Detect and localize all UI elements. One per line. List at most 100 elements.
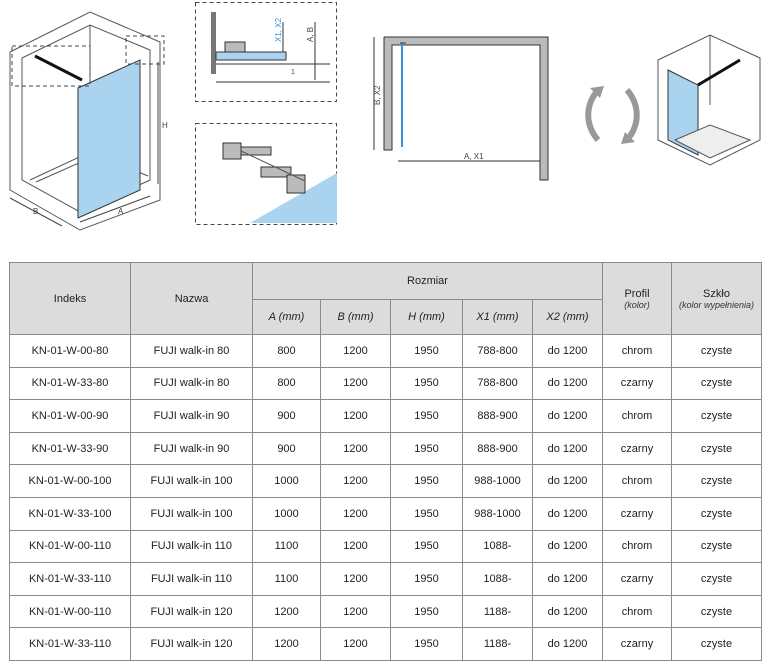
cell-a: 1000: [252, 464, 321, 498]
cell-nazwa: FUJI walk-in 100: [130, 496, 253, 531]
cell-a: 900: [252, 399, 321, 433]
cell-x2: do 1200: [532, 431, 603, 466]
cell-h: 1950: [390, 529, 463, 564]
header-profil: Profil (kolor): [602, 262, 672, 335]
header-profil-sub: (kolor): [624, 299, 650, 310]
wall-profile-detail: X1, X2 A, B 1: [195, 2, 337, 102]
cell-b: 1200: [320, 496, 391, 531]
cell-b: 1200: [320, 334, 391, 368]
cell-nazwa: FUJI walk-in 90: [130, 431, 253, 466]
cell-a: 800: [252, 366, 321, 401]
cell-profil: chrom: [602, 529, 672, 564]
cell-a: 1200: [252, 594, 321, 629]
cell-b: 1200: [320, 594, 391, 629]
cell-nazwa: FUJI walk-in 110: [130, 529, 253, 564]
cell-h: 1950: [390, 399, 463, 433]
offset-one-label: 1: [291, 69, 295, 76]
cell-h: 1950: [390, 334, 463, 368]
cell-profil: chrom: [602, 399, 672, 433]
cell-h: 1950: [390, 464, 463, 498]
cell-profil: czarny: [602, 627, 672, 661]
subheader-x2: X2 (mm): [532, 299, 603, 335]
isometric-enclosure-drawing: B A H: [0, 0, 175, 240]
cell-x2: do 1200: [532, 594, 603, 629]
cell-b: 1200: [320, 464, 391, 498]
cell-b: 1200: [320, 529, 391, 564]
cell-indeks: KN-01-W-00-90: [9, 399, 131, 433]
cell-indeks: KN-01-W-33-90: [9, 431, 131, 466]
cell-profil: chrom: [602, 334, 672, 368]
cell-a: 900: [252, 431, 321, 466]
cell-indeks: KN-01-W-00-100: [9, 464, 131, 498]
subheader-b: B (mm): [320, 299, 391, 335]
cell-b: 1200: [320, 399, 391, 433]
cell-b: 1200: [320, 431, 391, 466]
cell-x1: 888-900: [462, 399, 533, 433]
cell-h: 1950: [390, 496, 463, 531]
cell-x2: do 1200: [532, 399, 603, 433]
cell-szklo: czyste: [671, 399, 762, 433]
cell-szklo: czyste: [671, 529, 762, 564]
cell-h: 1950: [390, 431, 463, 466]
cell-x2: do 1200: [532, 496, 603, 531]
cell-x2: do 1200: [532, 562, 603, 596]
x1-x2-label: X1, X2: [274, 17, 283, 42]
header-profil-title: Profil: [624, 287, 650, 300]
cell-x1: 988-1000: [462, 496, 533, 531]
a-b-label: A, B: [306, 27, 315, 42]
cell-a: 1000: [252, 496, 321, 531]
specification-table: Indeks Nazwa Rozmiar Profil (kolor) Szkł…: [9, 262, 762, 661]
cell-a: 800: [252, 334, 321, 368]
cell-szklo: czyste: [671, 366, 762, 401]
reversible-arrows-icon: [580, 80, 645, 150]
header-rozmiar: Rozmiar: [252, 262, 603, 300]
cell-h: 1950: [390, 562, 463, 596]
cell-nazwa: FUJI walk-in 110: [130, 562, 253, 596]
cell-h: 1950: [390, 366, 463, 401]
cell-indeks: KN-01-W-00-80: [9, 334, 131, 368]
cell-szklo: czyste: [671, 496, 762, 531]
cell-szklo: czyste: [671, 334, 762, 368]
cell-x2: do 1200: [532, 334, 603, 368]
a-x1-label: A, X1: [464, 152, 484, 161]
cell-profil: czarny: [602, 366, 672, 401]
cell-indeks: KN-01-W-00-110: [9, 529, 131, 564]
cell-x1: 788-800: [462, 334, 533, 368]
cell-profil: czarny: [602, 431, 672, 466]
header-szklo-title: Szkło: [703, 287, 730, 300]
cell-szklo: czyste: [671, 562, 762, 596]
bracket-detail: [195, 123, 337, 225]
cell-b: 1200: [320, 366, 391, 401]
header-nazwa: Nazwa: [130, 262, 253, 335]
cell-x1: 988-1000: [462, 464, 533, 498]
cell-indeks: KN-01-W-33-110: [9, 562, 131, 596]
cell-x2: do 1200: [532, 464, 603, 498]
cell-szklo: czyste: [671, 431, 762, 466]
cell-h: 1950: [390, 627, 463, 661]
cell-x1: 1088-: [462, 529, 533, 564]
mirrored-isometric-drawing: [650, 30, 765, 170]
dimension-a-label: A: [118, 207, 124, 216]
cell-a: 1100: [252, 562, 321, 596]
cell-x2: do 1200: [532, 627, 603, 661]
dimension-h-label: H: [162, 121, 168, 130]
cell-x1: 1188-: [462, 594, 533, 629]
cell-h: 1950: [390, 594, 463, 629]
cell-szklo: czyste: [671, 464, 762, 498]
cell-x1: 788-800: [462, 366, 533, 401]
cell-profil: chrom: [602, 594, 672, 629]
subheader-x1: X1 (mm): [462, 299, 533, 335]
cell-indeks: KN-01-W-33-100: [9, 496, 131, 531]
cell-x1: 1188-: [462, 627, 533, 661]
